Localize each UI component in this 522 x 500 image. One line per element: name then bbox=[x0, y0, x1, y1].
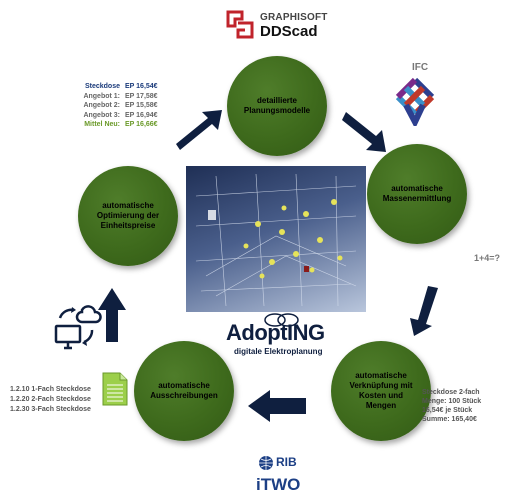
price-row-value: EP 16,66€ bbox=[125, 121, 158, 128]
ifc-knot-icon bbox=[395, 77, 435, 126]
price-row-value: EP 17,58€ bbox=[125, 92, 158, 100]
price-row: Angebot 2: EP 15,58€ bbox=[70, 101, 169, 111]
arrow-bottom-right-to-bottom-left bbox=[248, 390, 306, 422]
node-price-optimization: automatische Optimierung der Einheitspre… bbox=[78, 166, 178, 266]
computer-sync-icon bbox=[54, 305, 102, 350]
price-row: Mittel Neu: EP 16,66€ bbox=[70, 120, 169, 130]
node-cost-linking: automatische Verknüpfung mit Kosten und … bbox=[331, 341, 431, 441]
arrow-top-to-right bbox=[342, 112, 386, 152]
price-row-label: Angebot 3: bbox=[83, 111, 120, 119]
spreadsheet-document-icon bbox=[102, 372, 128, 406]
node-quantity-takeoff-label: automatische Massenermittlung bbox=[382, 184, 452, 203]
graphisoft-mark-icon bbox=[226, 10, 254, 39]
price-row-value: EP 16,94€ bbox=[125, 111, 158, 119]
price-row-value: EP 15,58€ bbox=[125, 102, 158, 109]
ifc-wordmark: IFC bbox=[412, 62, 429, 73]
node-quantity-takeoff: automatische Massenermittlung bbox=[367, 144, 467, 244]
quantity-info-line: 16,54€ je Stück bbox=[422, 407, 473, 414]
graphisoft-ddscad-logo: GRAPHISOFT DDScad bbox=[224, 8, 374, 42]
rib-itwo-logo: RIB iTWO bbox=[254, 455, 304, 495]
adopting-wordmark: AdoptING bbox=[226, 320, 325, 345]
rib-globe-icon bbox=[259, 456, 273, 470]
tender-item: 1.2.10 1-Fach Steckdose bbox=[10, 386, 91, 393]
formula-text: 1+4=? bbox=[474, 253, 501, 263]
price-row-value: EP 16,54€ bbox=[125, 83, 158, 90]
price-row-label: Steckdose bbox=[84, 83, 120, 90]
arrow-right-to-bottom-right bbox=[410, 286, 438, 336]
rib-wordmark: RIB bbox=[276, 455, 297, 469]
ddscad-wordmark: DDScad bbox=[260, 23, 318, 40]
adopting-subtitle: digitale Elektroplanung bbox=[234, 347, 323, 356]
node-cost-linking-label: automatische Verknüpfung mit Kosten und … bbox=[349, 371, 413, 410]
price-row: Angebot 1: EP 17,58€ bbox=[70, 92, 169, 102]
tender-item: 1.2.30 3-Fach Steckdose bbox=[10, 406, 91, 413]
quantity-info-line: Steckdose 2-fach bbox=[422, 389, 480, 396]
adopting-logo: AdoptING digitale Elektroplanung bbox=[226, 312, 356, 362]
graphisoft-wordmark: GRAPHISOFT bbox=[260, 12, 328, 23]
node-planning-models: detaillierte Planungsmodelle bbox=[227, 56, 327, 156]
quantity-info: Steckdose 2-fach Menge: 100 Stück 16,54€… bbox=[422, 388, 481, 424]
price-row-label: Angebot 2: bbox=[83, 102, 120, 109]
price-row: Steckdose EP 16,54€ bbox=[70, 82, 169, 92]
node-price-optimization-label: automatische Optimierung der Einheitspre… bbox=[96, 201, 160, 230]
tender-item: 1.2.20 2-Fach Steckdose bbox=[10, 396, 91, 403]
itwo-wordmark: iTWO bbox=[256, 475, 301, 494]
tender-item-list: 1.2.10 1-Fach Steckdose 1.2.20 2-Fach St… bbox=[10, 385, 91, 415]
bim-model-image bbox=[186, 166, 366, 312]
ifc-logo: IFC bbox=[386, 62, 442, 128]
node-planning-models-label: detaillierte Planungsmodelle bbox=[243, 96, 311, 115]
arrow-left-to-top bbox=[176, 110, 222, 150]
adopting-bubbles-icon bbox=[264, 313, 299, 327]
arrow-bottom-left-to-left bbox=[98, 288, 126, 342]
quantity-info-line: Summe: 165,40€ bbox=[422, 416, 477, 423]
bim-wireframe-graphic bbox=[195, 173, 357, 307]
node-tendering-label: automatische Ausschreibungen bbox=[150, 381, 218, 400]
price-row-label: Mittel Neu: bbox=[84, 121, 120, 128]
node-tendering: automatische Ausschreibungen bbox=[134, 341, 234, 441]
price-row: Angebot 3: EP 16,94€ bbox=[70, 111, 169, 121]
quantity-info-line: Menge: 100 Stück bbox=[422, 398, 482, 405]
price-row-label: Angebot 1: bbox=[83, 92, 120, 100]
